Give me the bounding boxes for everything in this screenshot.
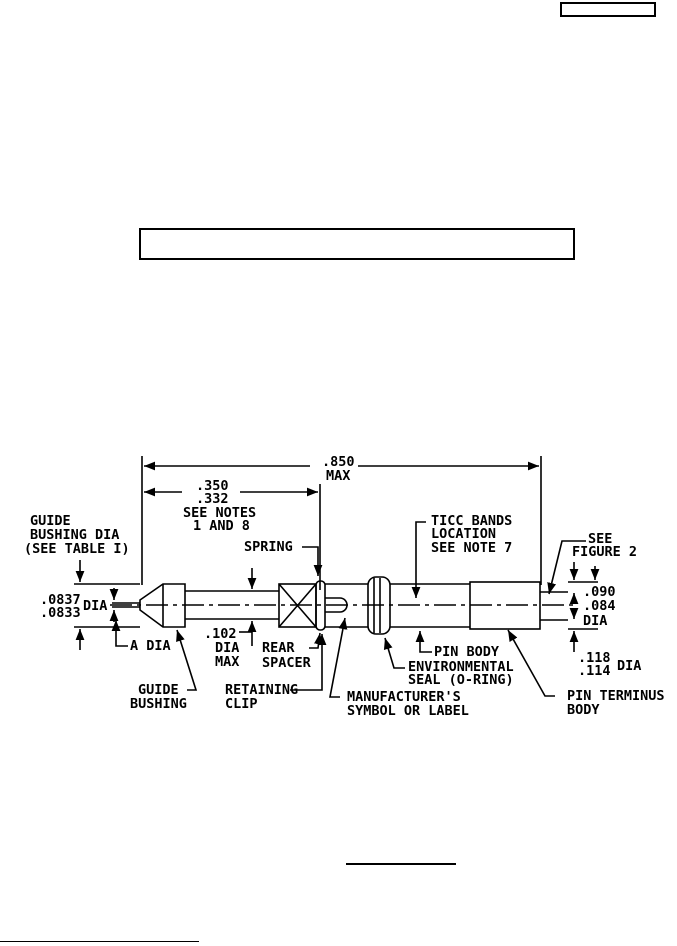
see-fig-label-1: SEE: [588, 531, 612, 547]
mid-dim-102: .102: [204, 626, 237, 642]
ticc-label-3: SEE NOTE 7: [431, 540, 512, 556]
rear-spacer-label-1: REAR: [262, 640, 295, 656]
o-ring-shape: [367, 576, 391, 635]
dim-850-max: MAX: [326, 468, 350, 484]
dim-332-text: .332: [196, 491, 229, 507]
leader-guide-bushing: [176, 629, 198, 691]
rear-dim-dia: DIA: [583, 613, 607, 629]
pin-terminus-label-1: PIN TERMINUS: [567, 688, 665, 704]
dim-350-text: .350: [196, 478, 229, 494]
guide-dia-label-2: BUSHING DIA: [30, 527, 119, 543]
bot-dim-bot: .114: [578, 663, 611, 679]
page-number-box: [560, 2, 656, 17]
bot-dim-top: .118: [578, 650, 611, 666]
ret-clip-label-1: RETAINING: [225, 682, 298, 698]
pin-terminus-shape: [469, 581, 541, 630]
ticc-label-2: LOCATION: [431, 526, 496, 542]
env-seal-label-2: SEAL (O-RING): [408, 672, 514, 688]
leader-ret-clip: [290, 634, 327, 691]
rear-spacer-label-2: SPACER: [262, 655, 312, 671]
see-fig-label-2: FIGURE 2: [572, 544, 637, 560]
bot-dim-dia: DIA: [617, 658, 641, 674]
title-box: [139, 228, 575, 260]
rear-spacer-shape: [315, 580, 326, 631]
notes-18-text: 1 AND 8: [193, 518, 250, 534]
leader-pin-body: [415, 631, 432, 653]
leader-spring: [302, 546, 323, 576]
see-notes-text: SEE NOTES: [183, 505, 256, 521]
guide-bushing-label-2: BUSHING: [130, 696, 187, 712]
leader-pin-terminus: [507, 629, 555, 697]
leader-rear-spacer: [309, 632, 323, 649]
mid-dim-max: MAX: [215, 654, 239, 670]
guide-dia-label-1: GUIDE: [30, 513, 71, 529]
pin-body-label: PIN BODY: [434, 644, 500, 660]
ticc-label-1: TICC BANDS: [431, 513, 512, 529]
guide-bushing-label-1: GUIDE: [138, 682, 179, 698]
spring-label: SPRING: [244, 539, 293, 555]
tip-dim-bot: .0833: [40, 605, 81, 621]
leader-mfr: [329, 617, 348, 698]
leader-ticc: [411, 521, 426, 598]
retaining-clip-shape: [325, 597, 348, 613]
rear-dim-top: .090: [583, 584, 616, 600]
guide-dia-label-3: (SEE TABLE I): [24, 541, 130, 557]
mfr-label-1: MANUFACTURER'S: [347, 689, 461, 705]
footnote-rule: [0, 941, 199, 942]
ret-clip-label-2: CLIP: [225, 696, 258, 712]
env-seal-label-1: ENVIRONMENTAL: [408, 659, 514, 675]
tip-dim-top: .0837: [40, 592, 81, 608]
leader-see-fig: [547, 540, 586, 595]
rear-dim-mid: .084: [583, 598, 616, 614]
a-dia-label: A DIA: [130, 638, 171, 654]
tip-dim-dia: DIA: [83, 598, 107, 614]
dim-850-text: .850: [322, 454, 355, 470]
leader-env-seal: [383, 637, 405, 669]
mid-dim-dia: DIA: [215, 640, 239, 656]
mfr-label-2: SYMBOL OR LABEL: [347, 703, 469, 719]
caption-line: [346, 863, 456, 865]
spring-x-2: [278, 583, 317, 628]
pin-terminus-label-2: BODY: [567, 702, 600, 718]
leader-a-dia: [111, 620, 128, 647]
